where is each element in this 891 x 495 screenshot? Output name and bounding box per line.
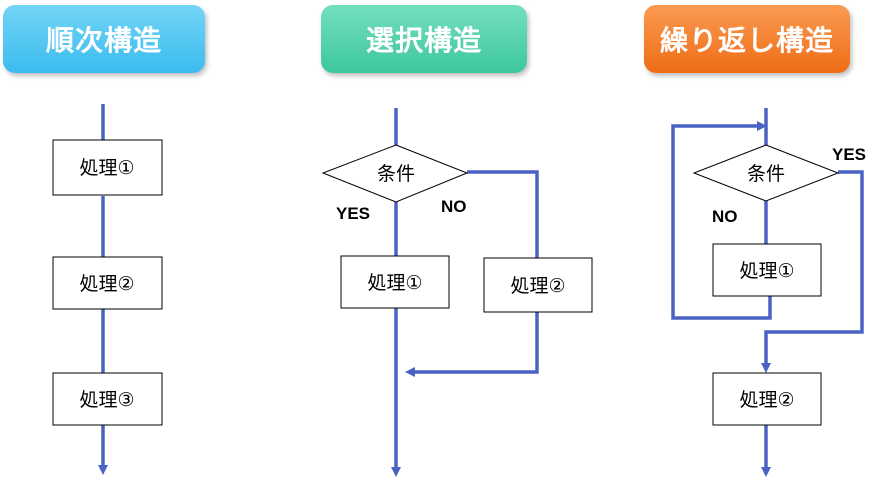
seq-step-3-label: 処理③ — [79, 389, 134, 411]
header-sequential: 順次構造 — [3, 5, 205, 73]
sel-line-merge — [405, 312, 539, 377]
seq-step-1-label: 処理① — [79, 157, 134, 179]
seq-step-1: 処理① — [52, 139, 163, 196]
iter-step-loop-label: 処理① — [739, 260, 794, 282]
seq-step-2: 処理② — [52, 256, 163, 310]
iter-no-label: NO — [712, 207, 738, 226]
selection-flow — [391, 108, 539, 477]
iter-step-after-label: 処理② — [739, 389, 794, 411]
iteration-flow — [671, 108, 864, 477]
iter-line-yes — [761, 170, 864, 373]
sel-no-label: NO — [441, 197, 467, 216]
seq-step-3: 処理③ — [52, 372, 163, 426]
sel-step-no: 処理② — [483, 257, 593, 313]
sel-line-no — [467, 170, 539, 258]
iter-step-after: 処理② — [712, 372, 822, 426]
sel-step-yes: 処理① — [340, 255, 450, 309]
sel-condition: 条件 — [321, 144, 469, 203]
header-iteration: 繰り返し構造 — [644, 5, 850, 73]
iter-step-loop: 処理① — [712, 243, 822, 297]
iter-loop-back — [671, 121, 772, 320]
iter-condition-label: 条件 — [747, 163, 785, 185]
sel-yes-label: YES — [336, 204, 370, 223]
sel-condition-label: 条件 — [377, 163, 415, 185]
sel-step-yes-label: 処理① — [367, 272, 422, 294]
iter-yes-label: YES — [832, 145, 866, 164]
seq-step-2-label: 処理② — [79, 273, 134, 295]
sel-step-no-label: 処理② — [510, 275, 565, 297]
iter-condition: 条件 — [692, 144, 840, 202]
header-selection: 選択構造 — [321, 5, 527, 73]
